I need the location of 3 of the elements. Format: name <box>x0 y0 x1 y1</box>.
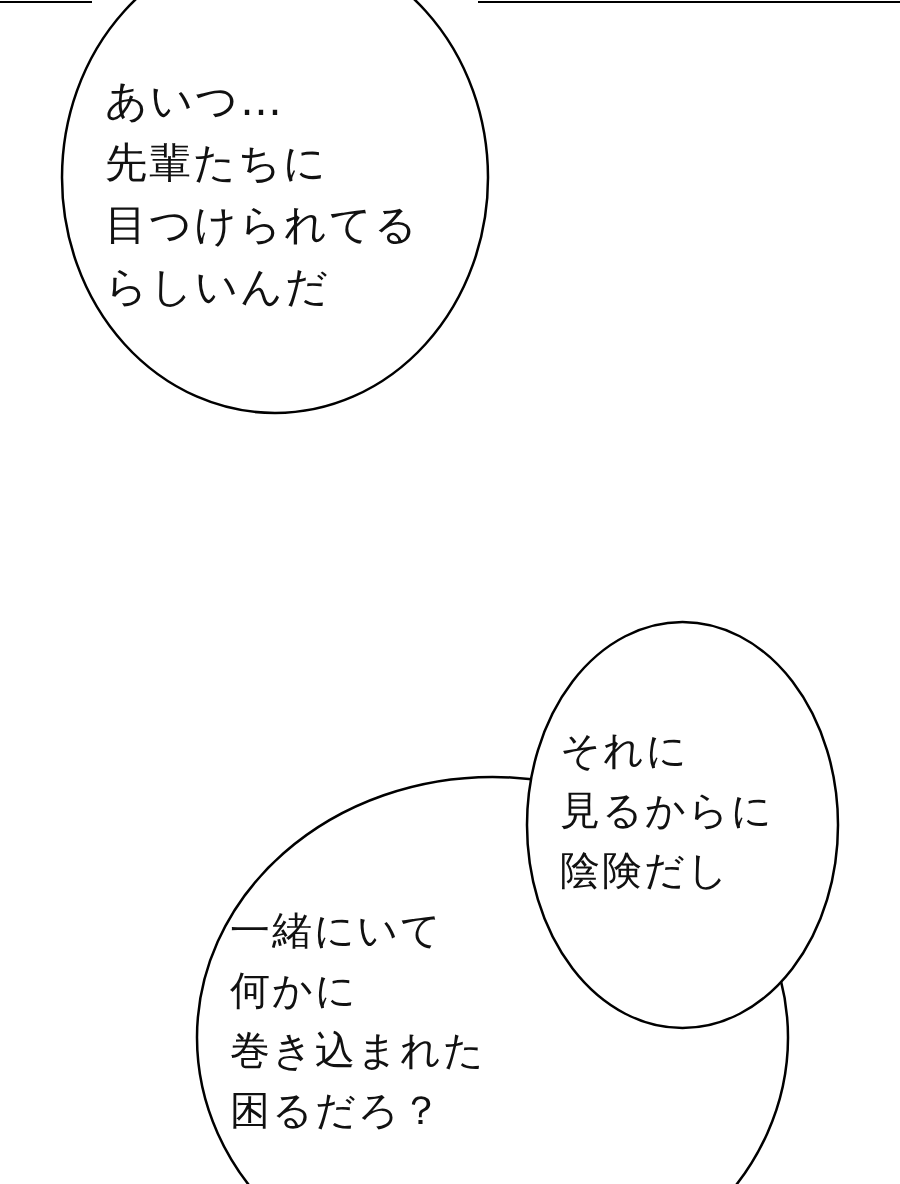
dialogue-text: 一緒にいて何かに巻き込まれた困るだろ？ <box>230 906 487 1135</box>
dialogue-text: あいつ…先輩たちに目つけられてるらしいんだ <box>105 75 420 313</box>
dialogue-text: それに見るからに陰険だし <box>560 726 775 895</box>
